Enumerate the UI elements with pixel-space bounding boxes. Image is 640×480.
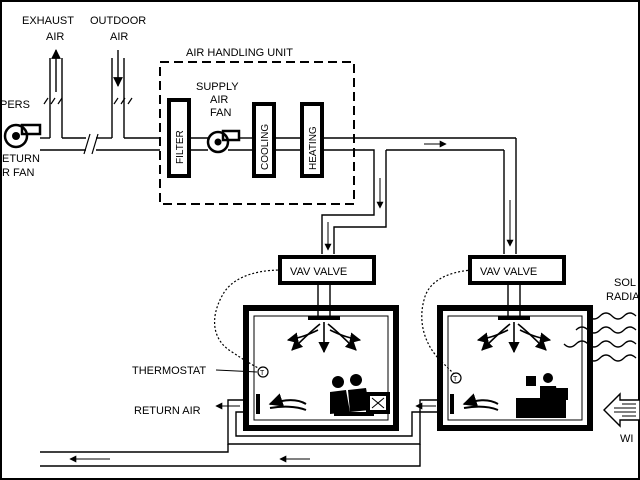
room-right-airflow-icon: [476, 322, 552, 354]
exhaust-air-label-line1: EXHAUST: [22, 15, 74, 27]
vav-valve-right-label: VAV VALVE: [480, 266, 537, 278]
supply-fan-icon: [206, 129, 241, 154]
exhaust-damper-icon: [43, 97, 63, 105]
supply-airflow-arrows: [324, 140, 514, 251]
return-air-label: RETURN AIR: [134, 405, 201, 417]
room-left-return-arrow-icon: [268, 393, 307, 411]
cooling-label: COOLING: [260, 124, 271, 170]
supply-air-fan-label-line2: AIR: [210, 94, 228, 106]
ahu-internal-duct: [189, 137, 302, 151]
return-fan-icon: [3, 123, 42, 149]
occupant-right-icon: [516, 373, 568, 418]
heating-coil-box: [300, 102, 324, 178]
outdoor-air-label-line2: AIR: [110, 31, 128, 43]
room-right-return-arrow-icon: [462, 393, 499, 411]
room-left-airflow-icon: [286, 322, 362, 354]
return-air-duct: [40, 399, 440, 467]
diffuser-necks: [317, 285, 521, 316]
solar-radiation-label-line2: RADIA: [606, 291, 640, 303]
thermostat-wire-right: [421, 269, 473, 377]
supply-duct: [321, 137, 517, 254]
heating-label: HEATING: [308, 126, 319, 170]
air-handling-unit-label: AIR HANDLING UNIT: [186, 47, 293, 59]
thermostat-left-icon: T: [257, 366, 269, 378]
dampers-label: PERS: [0, 99, 30, 111]
return-airflow-arrows: [69, 402, 436, 463]
outdoor-air-duct: [111, 50, 125, 138]
thermostat-leader-line: [215, 369, 258, 373]
cooling-coil-box: [252, 102, 276, 178]
wind-label: WI: [620, 433, 633, 445]
outdoor-air-label-line1: OUTDOOR: [90, 15, 146, 27]
occupants-left-icon: [330, 374, 390, 416]
exhaust-air-duct: [49, 49, 63, 138]
svg-text:T: T: [453, 376, 458, 383]
filter-label: FILTER: [175, 130, 186, 164]
svg-text:T: T: [260, 370, 265, 377]
main-duct: [40, 137, 160, 151]
room-right: [437, 305, 593, 431]
return-fan-label-line2: R FAN: [2, 167, 34, 179]
wind-arrow-icon: [603, 392, 640, 428]
return-fan-label-line1: ETURN: [2, 153, 40, 165]
exhaust-air-label-line2: AIR: [46, 31, 64, 43]
solar-radiation-label-line1: SOL: [614, 277, 636, 289]
vav-valve-left-label: VAV VALVE: [290, 266, 347, 278]
duct-break-icon: [83, 133, 99, 155]
room-left: [243, 305, 399, 431]
supply-air-fan-label-line3: FAN: [210, 107, 231, 119]
solar-radiation-icon: [563, 312, 637, 362]
supply-air-fan-label-line1: SUPPLY: [196, 81, 239, 93]
thermostat-label: THERMOSTAT: [132, 365, 206, 377]
thermostat-right-icon: T: [450, 372, 462, 384]
outdoor-damper-icon: [113, 97, 133, 105]
